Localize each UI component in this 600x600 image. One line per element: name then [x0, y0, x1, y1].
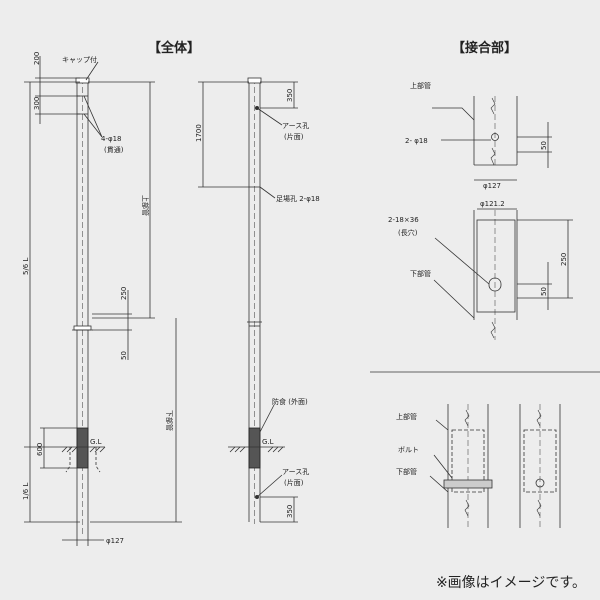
ground-1 [60, 446, 106, 473]
label-upper-pipe-vertical: 上部管 [141, 195, 150, 216]
label-gl-2: G.L [262, 438, 274, 446]
label-dim-j50-lower: 50 [540, 287, 548, 296]
pole-2 [247, 77, 262, 524]
label-through: (貫通) [104, 145, 124, 154]
label-phi127: φ127 [106, 537, 124, 545]
label-long-hole: (長穴) [398, 228, 418, 237]
label-frac-16L: 1/6 L [22, 483, 30, 500]
image-disclaimer: ※画像はイメージです。 [435, 575, 586, 591]
label-upper-pipe: 上部管 [410, 81, 431, 90]
label-step-hole: 足場孔 2-φ18 [276, 194, 320, 203]
label-lower-pipe: 下部管 [410, 269, 431, 278]
label-earth-hole-top: アース孔 [282, 122, 309, 130]
label-dim-200: 200 [33, 52, 41, 65]
label-cap: キャップ付 [62, 55, 97, 64]
joint-lower [433, 208, 573, 340]
label-dim-350-bottom: 350 [286, 505, 294, 518]
label-dim-350-top: 350 [286, 89, 294, 102]
label-dim-j50: 50 [540, 141, 548, 150]
label-phi1212: φ121.2 [480, 200, 505, 208]
joint-bottom-left [429, 404, 493, 528]
label-anticorrosion: 防食 (外面) [272, 397, 308, 406]
label-hole-4: 4-φ18 [101, 135, 122, 143]
pole-1 [72, 77, 93, 535]
label-dim-50: 50 [120, 351, 128, 360]
label-dim-300: 300 [33, 97, 41, 110]
label-dim-j250: 250 [560, 253, 568, 266]
ground-2 [228, 446, 285, 453]
label-dim-1700: 1700 [195, 124, 203, 142]
label-earth-hole-bottom: アース孔 [282, 468, 309, 476]
overall-title: 【全体】 [148, 41, 201, 56]
label-dim-600: 600 [36, 443, 44, 456]
label-slot: 2-18×36 [388, 216, 419, 224]
label-bolt: ボルト [398, 446, 419, 454]
joint-bottom-right [519, 404, 561, 528]
label-dim-250: 250 [120, 287, 128, 300]
joint-title: 【接合部】 [452, 41, 518, 56]
label-upper-pipe-bottom: 上部管 [396, 412, 417, 421]
joint-upper [432, 96, 552, 181]
label-one-side-top: (片面) [284, 132, 304, 141]
label-frac-56L: 5/6 L [22, 258, 30, 275]
label-phi127-joint: φ127 [483, 182, 501, 190]
label-lower-pipe-vertical: 下部管 [165, 410, 174, 431]
label-hole-2: 2- φ18 [405, 137, 428, 145]
label-one-side-bottom: (片面) [284, 478, 304, 487]
label-lower-pipe-bottom: 下部管 [396, 467, 417, 476]
label-gl-1: G.L [90, 438, 102, 446]
